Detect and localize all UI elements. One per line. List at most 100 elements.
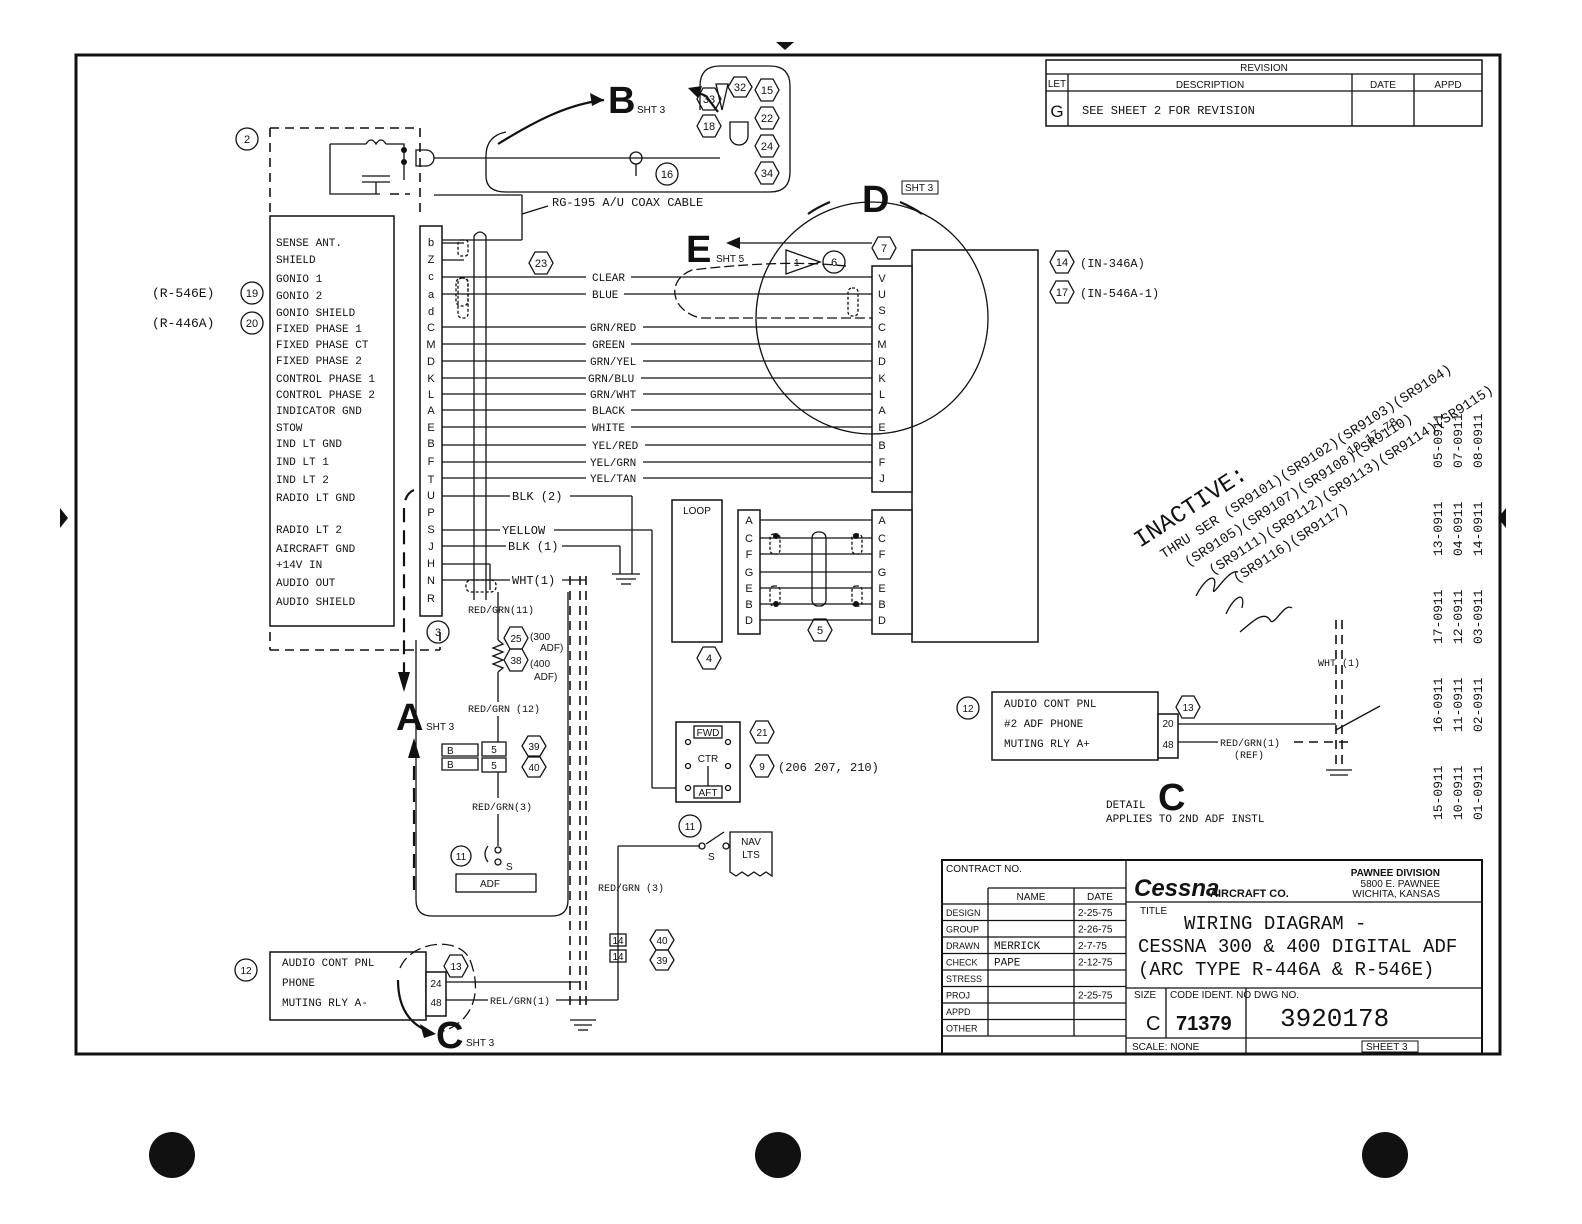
receiver-pin-label: SHIELD [276, 255, 316, 267]
indicator-pin-letter: F [879, 457, 886, 469]
svg-text:B: B [447, 760, 454, 771]
punch-hole-left [149, 1132, 195, 1178]
svg-text:ADF): ADF) [534, 672, 557, 683]
svg-text:APPLIES TO 2ND ADF INSTL: APPLIES TO 2ND ADF INSTL [1106, 814, 1264, 826]
wire-label: BLACK [592, 406, 625, 418]
indicator-loop-letter: D [878, 615, 886, 627]
receiver-pin-letter: a [428, 289, 435, 301]
tb-row-label: GROUP [946, 925, 979, 935]
lower-wiring: BLK (2) YELLOW BLK (1) WHT(1) RED/GRN(11… [415, 490, 676, 1010]
svg-text:(R-546E): (R-546E) [152, 286, 214, 301]
side-code: 02-0911 [1471, 677, 1486, 732]
drawing-title-3: (ARC TYPE R-446A & R-546E) [1138, 959, 1434, 981]
svg-text:YELLOW: YELLOW [502, 524, 546, 538]
tb-row-name: PAPE [994, 958, 1021, 970]
sheet-ref-e-group: E SHT 5 1 6 7 [674, 229, 897, 319]
receiver-pin-label: +14V IN [276, 560, 322, 572]
svg-text:14: 14 [1056, 257, 1068, 269]
svg-text:48: 48 [1162, 740, 1174, 751]
tb-row-label: CHECK [946, 958, 978, 968]
tb-row-date: 2-25-75 [1078, 908, 1113, 919]
receiver-pin-label: IND LT 1 [276, 457, 329, 469]
receiver-pin-label: SENSE ANT. [276, 238, 342, 250]
sheet-ref-d-sht: SHT 3 [905, 183, 934, 194]
receiver-pin-letter: M [426, 339, 435, 351]
receiver-pin-label: AUDIO SHIELD [276, 597, 356, 609]
svg-text:3: 3 [435, 627, 441, 639]
plug-symbol [729, 121, 749, 146]
svg-text:15: 15 [761, 85, 773, 97]
svg-text:2: 2 [244, 134, 250, 146]
side-code: 05-0911 [1431, 413, 1446, 468]
side-code: 01-0911 [1471, 765, 1486, 820]
tb-row-label: APPD [946, 1007, 971, 1017]
sheet-ref-a: A [396, 697, 423, 739]
loop-pin-letter: C [745, 533, 753, 545]
loop-pin-letter: B [745, 599, 752, 611]
svg-text:18: 18 [703, 121, 715, 133]
loop-pin-letter: F [746, 549, 753, 561]
receiver-pin-letter: H [427, 558, 435, 570]
ref-in346a: 14 (IN-346A) [1049, 250, 1145, 274]
svg-text:SHEET 3: SHEET 3 [1366, 1042, 1408, 1053]
receiver-pin-letter: b [428, 237, 434, 249]
connector-hex-18: 18 [696, 114, 722, 138]
svg-text:(400: (400 [530, 659, 550, 670]
indicator-wires: CLEARBLUEGRN/REDGREENGRN/YELGRN/BLUGRN/W… [442, 273, 872, 486]
svg-text:WICHITA, KANSAS: WICHITA, KANSAS [1352, 889, 1440, 900]
svg-text:C: C [1146, 1013, 1160, 1035]
receiver-pin-letter: L [428, 389, 434, 401]
indicator-pin-letter: U [878, 289, 886, 301]
side-code: 12-0911 [1451, 589, 1466, 644]
receiver-pin-label: FIXED PHASE 2 [276, 356, 362, 368]
coax-ref-2: 2 [235, 127, 259, 151]
punch-hole-right [1362, 1132, 1408, 1178]
ref-23: 23 [528, 251, 554, 275]
company-logo: Cessna [1134, 875, 1219, 902]
receiver-pin-label: FIXED PHASE CT [276, 340, 369, 352]
receiver-pin-letter: E [427, 422, 434, 434]
receiver-pin-letter: N [427, 575, 435, 587]
svg-text:(300: (300 [530, 632, 550, 643]
coax-label: RG-195 A/U COAX CABLE [552, 196, 703, 210]
indicator-pin-letter: B [878, 440, 885, 452]
receiver-ref-3: 3 [426, 620, 450, 644]
detail-c-audio-panel: AUDIO CONT PNL #2 ADF PHONE MUTING RLY A… [956, 620, 1381, 826]
svg-text:RED/GRN(3): RED/GRN(3) [472, 802, 532, 814]
receiver-pin-label: FIXED PHASE 1 [276, 324, 362, 336]
connector-hex-15: 15 [754, 78, 780, 102]
svg-text:MUTING RLY A+: MUTING RLY A+ [1004, 739, 1090, 751]
left-arrow-mark [60, 508, 68, 528]
svg-text:4: 4 [706, 653, 712, 665]
svg-text:NAME: NAME [1017, 892, 1046, 903]
receiver-pin-label: GONIO 1 [276, 274, 323, 286]
receiver-pin-letter: T [428, 474, 435, 486]
receiver-pin-label: IND LT GND [276, 439, 342, 451]
drawing-title-1: WIRING DIAGRAM - [1184, 913, 1366, 935]
svg-text:WHT(1): WHT(1) [512, 574, 555, 588]
svg-text:RED/GRN (3): RED/GRN (3) [598, 883, 664, 895]
svg-text:ADF: ADF [480, 879, 500, 890]
svg-text:LTS: LTS [742, 850, 760, 861]
svg-text:14: 14 [612, 936, 624, 947]
receiver-pin-label: AIRCRAFT GND [276, 544, 356, 556]
indicator-loop-letter: E [878, 583, 885, 595]
svg-text:(IN-346A): (IN-346A) [1080, 257, 1145, 271]
svg-text:B: B [447, 746, 454, 757]
svg-text:25: 25 [510, 634, 522, 645]
svg-text:RED/GRN (12): RED/GRN (12) [468, 704, 540, 716]
svg-text:DETAIL: DETAIL [1106, 800, 1146, 812]
svg-text:13: 13 [450, 962, 462, 973]
receiver-pin-letter: A [427, 405, 435, 417]
receiver-pin-letter: C [427, 322, 435, 334]
side-code: 03-0911 [1471, 589, 1486, 644]
indicator-pin-letter: S [878, 305, 885, 317]
sheet-ref-d: D [862, 179, 889, 221]
svg-text:S: S [708, 852, 715, 863]
svg-text:(REF): (REF) [1234, 750, 1264, 762]
svg-text:#2 ADF PHONE: #2 ADF PHONE [1004, 719, 1084, 731]
svg-text:MUTING RLY A-: MUTING RLY A- [282, 998, 368, 1010]
svg-text:14: 14 [612, 952, 624, 963]
